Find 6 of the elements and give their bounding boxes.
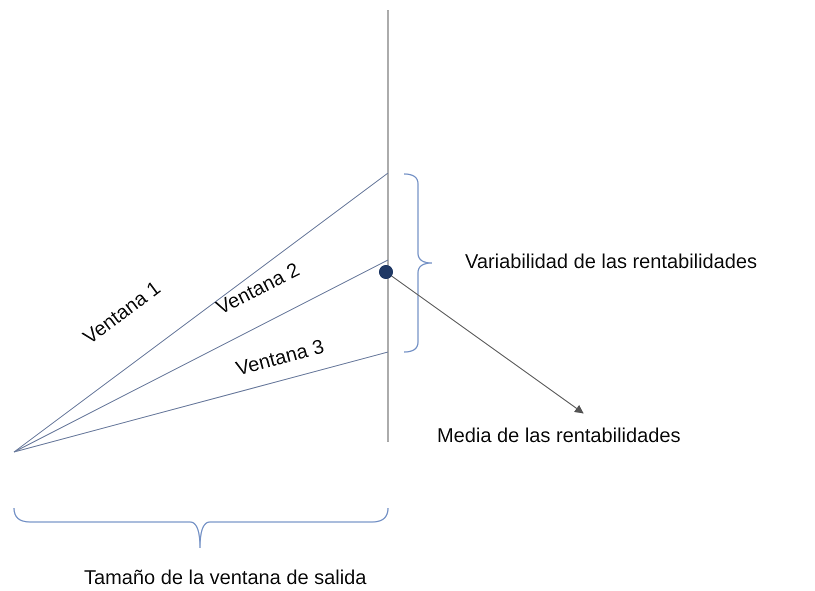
line-label: Ventana 3: [234, 336, 326, 380]
brace-label: Variabilidad de las rentabilidades: [465, 251, 758, 273]
callout-text: Media de las rentabilidades: [437, 425, 680, 447]
brace-label: Tamaño de la ventana de salida: [84, 567, 366, 589]
mean-dot: [379, 265, 393, 279]
arrow: [391, 276, 584, 414]
